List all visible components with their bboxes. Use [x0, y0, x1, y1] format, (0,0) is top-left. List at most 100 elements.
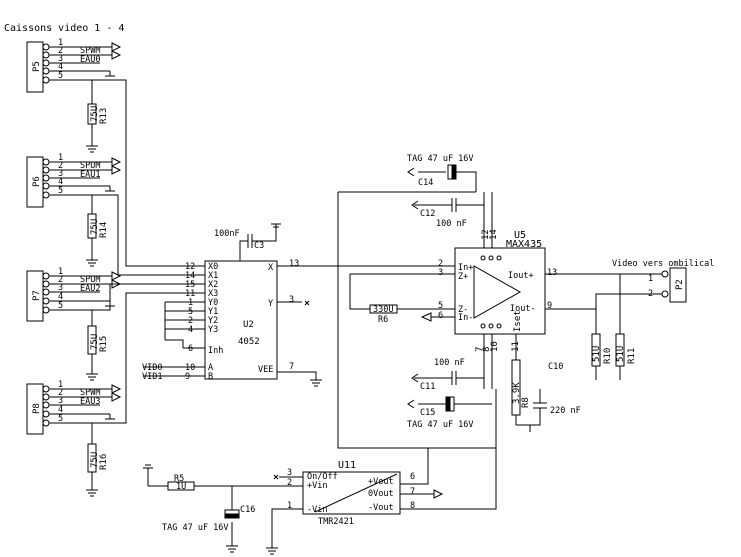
resistor-value: 75U	[90, 452, 100, 468]
pin-number: 7	[475, 347, 485, 352]
pin-number: 2	[58, 388, 63, 398]
connector-p7: P7 1 2 3 4 5 SPUM EAU2 75U R15	[26, 267, 122, 381]
pin-number: 14	[185, 271, 195, 281]
pin-number: 9	[185, 372, 190, 382]
pin-number: 1	[58, 153, 63, 163]
pin-number: 2	[438, 259, 443, 269]
pin-name: Y0	[208, 298, 218, 308]
resistor-ref: R6	[378, 315, 388, 325]
pin-number: 3	[58, 283, 63, 293]
pin-number: 10	[185, 363, 195, 373]
pin-number: 5	[58, 301, 63, 311]
pin-name: Y3	[208, 325, 218, 335]
pin-number: 2	[188, 316, 193, 326]
signal-label: SPUM	[80, 275, 100, 285]
dcdc-u11: On/Off +Vin -Vin +Vout 0Vout -Vout 3 2 1…	[143, 448, 497, 555]
dcdc-ref: U11	[338, 460, 356, 471]
pin-name: B	[208, 372, 213, 382]
pin-number: 2	[58, 275, 63, 285]
connector-ref: P7	[32, 290, 42, 301]
output-connector-ref: P2	[675, 279, 685, 290]
pin-number: 1	[648, 274, 653, 284]
pin-name: Iout-	[510, 304, 536, 314]
output-section: Video vers ombilical 1 2 P2 51U R10 51U …	[591, 259, 714, 380]
connector-ref: P5	[32, 61, 42, 72]
resistor-ref: R15	[99, 336, 109, 352]
resistor-ref: R10	[603, 348, 613, 364]
cap-ref: C16	[240, 505, 255, 515]
pin-number: 3	[289, 295, 294, 305]
cap-value: TAG 47 uF 16V	[162, 523, 229, 533]
pin-name: Iout+	[508, 271, 534, 281]
pin-number: 4	[188, 325, 193, 335]
pin-number: 5	[58, 71, 63, 81]
cap-ref: C10	[548, 362, 563, 372]
pin-name: In-	[458, 313, 473, 323]
pin-number: 1	[58, 267, 63, 277]
resistor-value: 75U	[90, 106, 100, 122]
pin-number: 2	[58, 161, 63, 171]
pin-name: Y2	[208, 316, 218, 326]
pin-name: On/Off	[307, 472, 338, 482]
signal-label: EAU0	[80, 55, 100, 65]
connector-p5: P5 1 2 3 4 5 SPWM EAU0 75U R13	[26, 38, 122, 153]
connector-ref: P6	[32, 176, 42, 187]
resistor-value: 51U	[592, 346, 602, 362]
cap-c11: 100 nF C11	[411, 358, 484, 392]
pin-name: A	[208, 363, 213, 373]
pin-number: 1	[58, 380, 63, 390]
pin-number: 15	[185, 280, 195, 290]
pin-number: 4	[58, 292, 63, 302]
pin-number: 9	[547, 301, 552, 311]
signal-label: EAU3	[80, 397, 100, 407]
pin-name: X	[268, 263, 274, 273]
pin-number: 2	[58, 46, 63, 56]
pin-number: 4	[58, 177, 63, 187]
connector-p6: P6 1 2 3 4 5 SPUM EAU1 75U R14	[26, 153, 122, 267]
cap-value: 100nF	[214, 229, 240, 239]
pin-number: 1	[58, 38, 63, 48]
pin-number: 1	[188, 298, 193, 308]
resistor-value: 330U	[373, 305, 393, 315]
cap-value: 100 nF	[434, 358, 465, 368]
cap-ref: C14	[418, 178, 433, 188]
resistor-ref: R5	[174, 474, 184, 484]
resistor-value: 75U	[90, 334, 100, 350]
pin-number: 5	[58, 186, 63, 196]
resistor-ref: R16	[99, 454, 109, 470]
pin-number: 6	[410, 472, 415, 482]
resistor-value: 1U	[176, 482, 186, 492]
cap-ref: C15	[420, 408, 435, 418]
pin-number: 8	[410, 501, 415, 511]
resistor-value: 3.9K	[512, 382, 522, 404]
pin-number: 3	[287, 468, 292, 478]
cap-value: 220 nF	[550, 406, 581, 416]
cap-ref: C11	[420, 382, 435, 392]
pin-number: 12	[481, 229, 491, 240]
resistor-value: 75U	[90, 219, 100, 235]
cap-c10: C10 220 nF	[530, 362, 581, 426]
vid-label: VID0	[142, 363, 162, 373]
amp-u5: In+ Z+ Z- In- Iout+ Iout- Iset 2 3 5 6 1…	[349, 171, 663, 432]
pin-name: Iset	[513, 310, 523, 332]
pin-name: X1	[208, 271, 218, 281]
cap-ref: C3	[254, 241, 264, 251]
pin-name: Inh	[208, 346, 223, 356]
pin-name: Z+	[458, 272, 468, 282]
pin-name: -Vin	[307, 505, 327, 515]
pin-name: +Vout	[368, 477, 394, 487]
signal-label: SPWM	[80, 46, 100, 56]
dcdc-part: TMR2421	[318, 517, 354, 527]
cap-value: TAG 47 uF 16V	[407, 154, 474, 164]
pin-name: X0	[208, 262, 218, 272]
pin-name: In+	[458, 263, 473, 273]
pin-number: 4	[58, 405, 63, 415]
pin-number: 12	[185, 262, 195, 272]
pin-number: 7	[289, 362, 294, 372]
pin-number: 7	[410, 487, 415, 497]
signal-label: EAU2	[80, 284, 100, 294]
cap-value: TAG 47 uF 16V	[407, 420, 474, 430]
pin-number: 5	[58, 414, 63, 424]
pin-name: X2	[208, 280, 218, 290]
pin-number: 3	[438, 268, 443, 278]
